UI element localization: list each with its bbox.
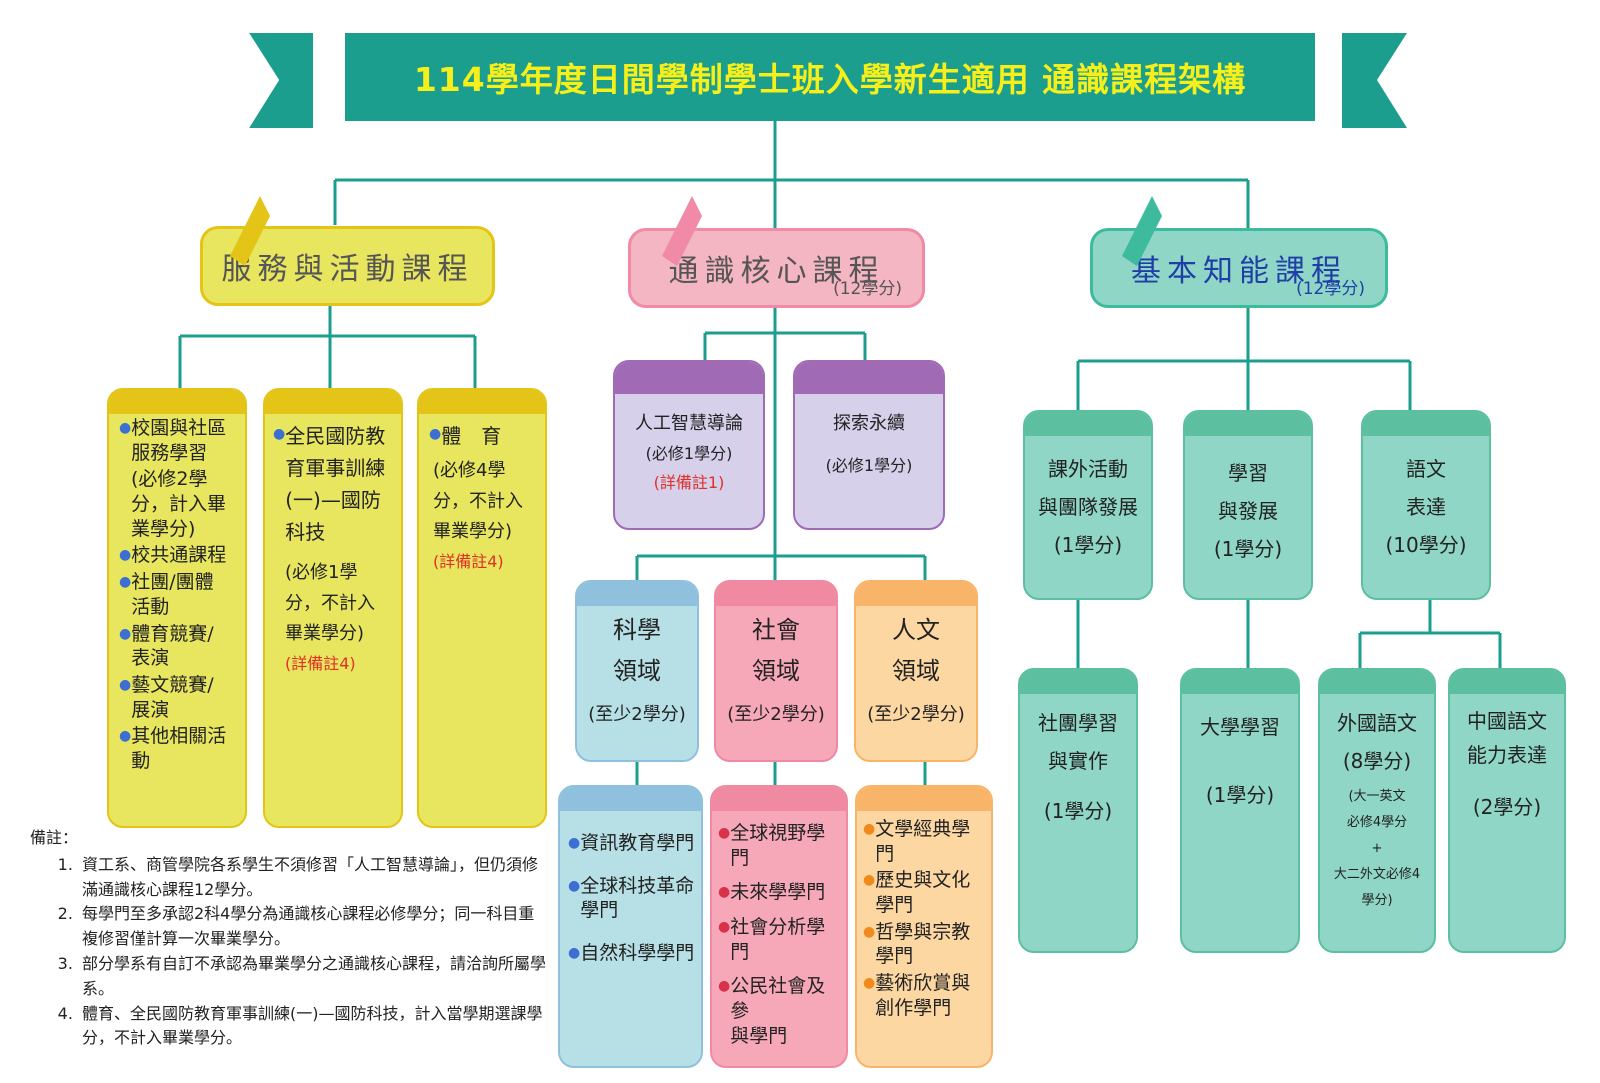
note-item: 每學門至多承認2科4學分為通識核心課程必修學分；同一科目重複修習僅計算一次畢業學… <box>78 902 550 952</box>
basic-extracurricular: 課外活動與團隊發展(1學分) <box>1023 410 1153 600</box>
basic-club-learning: 社團學習與實作(1學分) <box>1018 668 1138 953</box>
list-item: ●校園與社區服務學習 <box>119 417 227 464</box>
ribbon-left-icon <box>248 33 313 129</box>
programs-science: ●資訊教育學門 ●全球科技革命學門 ●自然科學學門 <box>558 785 703 1068</box>
list-item: ●其他相關活動 <box>119 725 227 772</box>
card-defense-education: ● 全民國防教育軍事訓練(一)—國防科技 (必修1學分，不計入畢業學分) (詳備… <box>263 388 403 828</box>
list-item: ●藝文競賽/展演 <box>119 673 214 721</box>
programs-humanities: ●文學經典學門 ●歷史與文化學門 ●哲學與宗教學門 ●藝術欣賞與創作學門 <box>855 785 993 1068</box>
domain-social: 社會領域(至少2學分) <box>714 580 838 762</box>
note-item: 資工系、商管學院各系學生不須修習「人工智慧導論」，但仍須修滿通識核心課程12學分… <box>78 853 550 903</box>
list-item: ●藝術欣賞與創作學門 <box>863 972 971 1019</box>
basic-chinese-language: 中國語文能力表達(2學分) <box>1448 668 1566 953</box>
list-item: ●校共通課程 <box>119 544 227 567</box>
list-item: ●未來學學門 <box>718 881 826 904</box>
category-service: 服務與活動課程 <box>200 226 495 306</box>
notes: 備註： 資工系、商管學院各系學生不須修習「人工智慧導論」，但仍須修滿通識核心課程… <box>30 826 550 1051</box>
list-item: ●社會分析學門 <box>718 916 826 963</box>
list-item: ●全球科技革命學門 <box>568 874 695 922</box>
list-item: ●全球視野學門 <box>718 822 826 869</box>
card-physical-education: ●體 育 (必修4學分，不計入畢業學分) (詳備註4) <box>417 388 547 828</box>
notes-heading: 備註： <box>30 828 79 847</box>
pe-title: 體 育 <box>441 424 502 448</box>
note-item: 體育、全民國防教育軍事訓練(一)—國防科技，計入當學期選課學分，不計入畢業學分。 <box>78 1002 550 1052</box>
category-core-title: 通識核心課程 <box>668 254 885 289</box>
domain-humanities: 人文領域(至少2學分) <box>854 580 978 762</box>
basic-language: 語文表達(10學分) <box>1361 410 1491 600</box>
category-core-credits: (12學分) <box>833 279 902 299</box>
list-item: ●資訊教育學門 <box>568 832 695 854</box>
category-basic-credits: (12學分) <box>1296 279 1365 299</box>
ribbon-right-icon <box>1342 33 1407 128</box>
list-item: ●公民社會及參與學門 <box>718 975 826 1047</box>
programs-social: ●全球視野學門 ●未來學學門 ●社會分析學門 ●公民社會及參與學門 <box>710 785 848 1068</box>
note-reference: (詳備註4) <box>285 653 356 673</box>
list-item: ●歷史與文化學門 <box>863 869 971 917</box>
page-title: 114學年度日間學制學士班入學新生適用 通識課程架構 <box>413 60 1247 99</box>
card-ai-intro: 人工智慧導論 (必修1學分) (詳備註1) <box>613 360 765 530</box>
list-item: ●自然科學學門 <box>568 942 695 965</box>
tab-flag-icon <box>230 196 270 266</box>
tab-flag-icon <box>662 196 702 266</box>
note-reference: (詳備註4) <box>433 551 504 571</box>
card-sustainability: 探索永續 (必修1學分) <box>793 360 945 530</box>
domain-science: 科學領域(至少2學分) <box>575 580 699 762</box>
title-banner: 114學年度日間學制學士班入學新生適用 通識課程架構 <box>345 33 1315 121</box>
list-item: ●文學經典學門 <box>863 818 971 865</box>
note-item: 部分學系有自訂不承認為畢業學分之通識核心課程，請洽詢所屬學系。 <box>78 952 550 1002</box>
note-reference: (詳備註1) <box>653 473 725 493</box>
basic-university-learning: 大學學習(1學分) <box>1180 668 1300 953</box>
tab-flag-icon <box>1122 196 1162 266</box>
basic-learning: 學習與發展(1學分) <box>1183 410 1313 600</box>
list-item: ●社團/團體活動 <box>119 571 214 618</box>
list-item: ●哲學與宗教學門 <box>863 920 971 968</box>
list-item: ●體育競賽/表演 <box>119 622 214 670</box>
category-service-title: 服務與活動課程 <box>221 252 474 287</box>
category-basic-title: 基本知能課程 <box>1131 254 1347 289</box>
card-community-service: ●校園與社區服務學習 (必修2學分，計入畢業學分) ●校共通課程 ●社團/團體活… <box>107 388 247 828</box>
